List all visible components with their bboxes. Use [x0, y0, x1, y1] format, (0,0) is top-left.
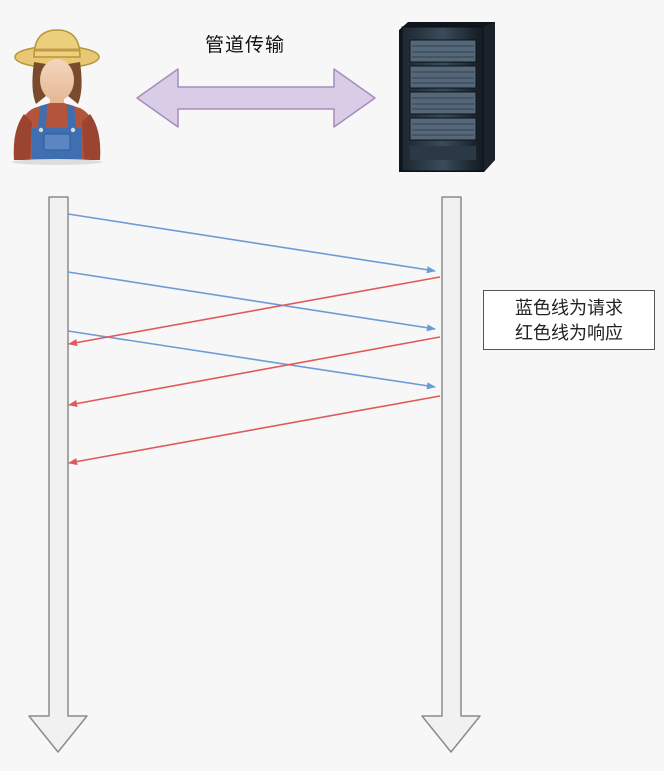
client-lifeline [28, 196, 88, 753]
legend-response-label: 红色线为响应 [515, 323, 623, 344]
request-arrow-1 [67, 213, 436, 274]
response-arrow-3 [68, 395, 441, 466]
response-arrow-1 [68, 276, 441, 347]
double-arrow-icon [136, 68, 376, 128]
request-arrow-2 [67, 271, 436, 332]
response-arrow-2 [68, 336, 441, 408]
legend-request-label: 蓝色线为请求 [515, 298, 623, 319]
request-arrow-3 [67, 330, 436, 390]
legend-box: 蓝色线为请求 红色线为响应 [483, 290, 655, 350]
farmer-client-icon [12, 29, 102, 165]
server-rack-icon [399, 22, 495, 172]
diagram-title: 管道传输 [205, 34, 286, 56]
server-lifeline [421, 196, 481, 753]
